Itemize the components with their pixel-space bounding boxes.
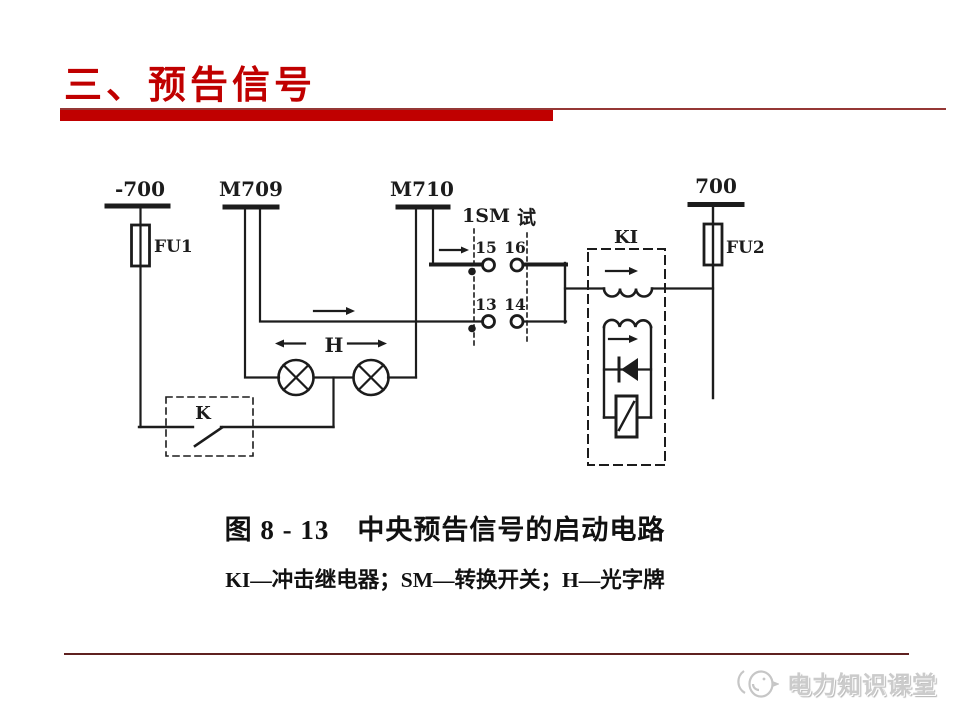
fuse-fu2-label: FU2 [726,238,765,258]
contact-label: K [195,403,212,424]
relay-coil-primary [602,287,654,298]
current-arrow-right [312,307,355,315]
brand-watermark: 电力知识课堂 [731,665,937,700]
terminal-14 [509,314,525,329]
contact-dashed-box [165,396,254,457]
impulse-relay-ki: KI [587,227,715,466]
current-arrow-right [346,339,387,348]
bus-negative-700: -700 FU1 [104,177,193,429]
contact-dot-lower [468,324,476,333]
bus-m710-label: M710 [390,177,454,201]
relay-coil-secondary [602,318,653,329]
current-arrow-right [607,335,638,343]
contact-blade [193,425,224,448]
contact-dot-upper [468,267,476,276]
figure-legend: KI—冲击继电器；SM—转换开关；H—光字牌 [225,568,665,592]
signal-lamps-h: H [275,333,390,429]
bus-positive-label: 700 [695,174,737,198]
fuse-fu1-symbol [130,223,151,268]
terminal-15 [481,257,496,273]
current-arrow-right [438,246,469,254]
bus-positive-700: 700 FU2 [687,174,765,400]
bus-negative-label: -700 [115,177,165,201]
current-arrow-left [275,339,307,348]
title-underline-thick [60,110,553,121]
lamp-right [352,358,390,397]
current-arrow-right [604,267,638,275]
title-underline-thin [60,108,946,110]
terminal-14-label: 14 [504,295,526,314]
relay-flag-indicator [614,394,639,439]
footer-rule [64,653,909,655]
fuse-fu2-symbol [702,222,724,267]
lamp-left [277,358,315,397]
relay-contact-k: K [137,396,335,457]
terminal-15-label: 15 [475,238,497,257]
changeover-switch-sm: 1SM 试 15 16 13 14 [462,205,606,348]
terminal-13-label: 13 [475,295,497,314]
bus-m709-label: M709 [219,177,283,201]
terminal-16 [509,257,525,273]
fuse-fu1-label: FU1 [154,237,193,257]
terminal-13 [481,314,496,329]
figure-caption: 图 8 - 13 中央预告信号的启动电路 [224,515,666,545]
page-title: 三、预告信号 [64,65,317,107]
bus-m709: M709 [219,177,485,379]
relay-label: KI [614,227,638,248]
brand-text: 电力知识课堂 [787,672,937,699]
switch-test-label: 试 [517,207,536,229]
diode-symbol [617,356,638,383]
chick-logo-icon [737,669,779,698]
lamp-group-label: H [325,333,344,357]
switch-label: 1SM [462,205,510,227]
terminal-16-label: 16 [504,238,526,257]
relay-dashed-box [587,248,666,466]
